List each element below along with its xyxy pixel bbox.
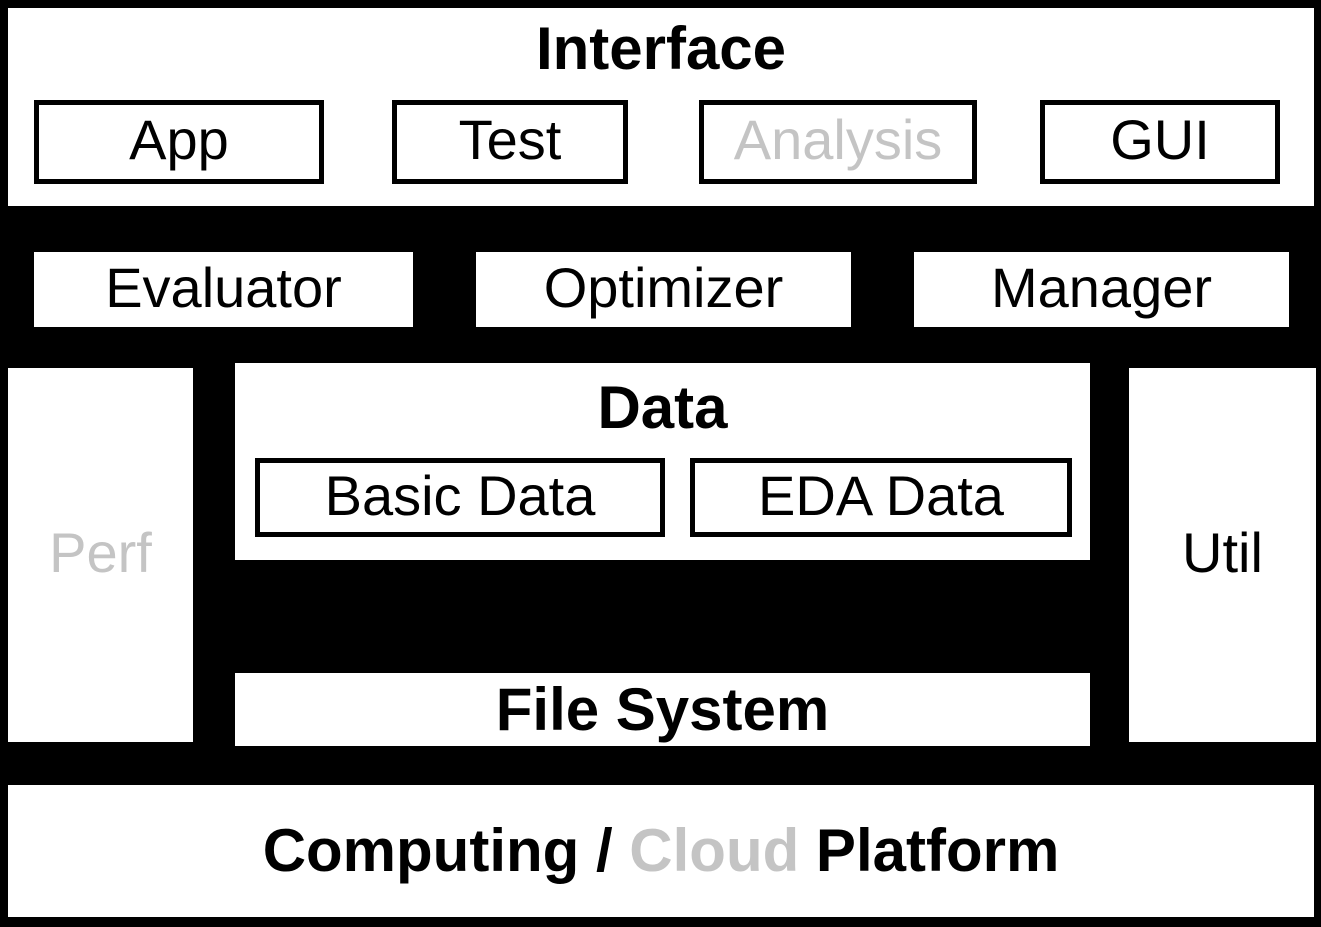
module-box-basic-data: Basic Data [255,458,665,537]
module-box-evaluator: Evaluator [34,252,413,327]
module-box-manager-label: Manager [990,255,1213,319]
module-box-optimizer: Optimizer [476,252,851,327]
platform-bar: Computing / Cloud Platform [8,785,1314,917]
util-column: Util [1129,368,1316,742]
module-box-app: App [34,100,324,184]
util-column-label: Util [1182,521,1263,584]
platform-segment-computing: Computing / [262,817,630,884]
data-panel-title: Data [597,374,728,441]
module-box-analysis-label: Analysis [733,108,943,171]
module-box-evaluator-label: Evaluator [105,255,342,319]
module-box-test: Test [392,100,628,184]
perf-column-label: Perf [49,521,152,584]
module-box-manager: Manager [914,252,1289,327]
module-box-basic-data-label: Basic Data [324,463,596,527]
platform-bar-title: Computing / Cloud Platform [263,818,1060,884]
module-box-gui: GUI [1040,100,1280,184]
perf-column: Perf [8,368,193,742]
platform-segment-platform: Platform [799,817,1060,884]
module-box-analysis: Analysis [699,100,977,184]
module-box-app-label: App [129,108,229,171]
module-box-eda-data: EDA Data [690,458,1072,537]
module-box-gui-label: GUI [1110,108,1210,171]
module-box-eda-data-label: EDA Data [758,463,1004,527]
interface-layer-title: Interface [535,15,787,82]
file-system-band: File System [235,673,1090,746]
platform-segment-cloud: Cloud [629,817,800,884]
interface-layer-panel: Interface App Test Analysis GUI [8,8,1314,206]
module-box-optimizer-label: Optimizer [543,255,784,319]
data-panel: Data Basic Data EDA Data [235,363,1090,560]
module-box-test-label: Test [458,108,562,171]
file-system-title: File System [495,675,830,743]
